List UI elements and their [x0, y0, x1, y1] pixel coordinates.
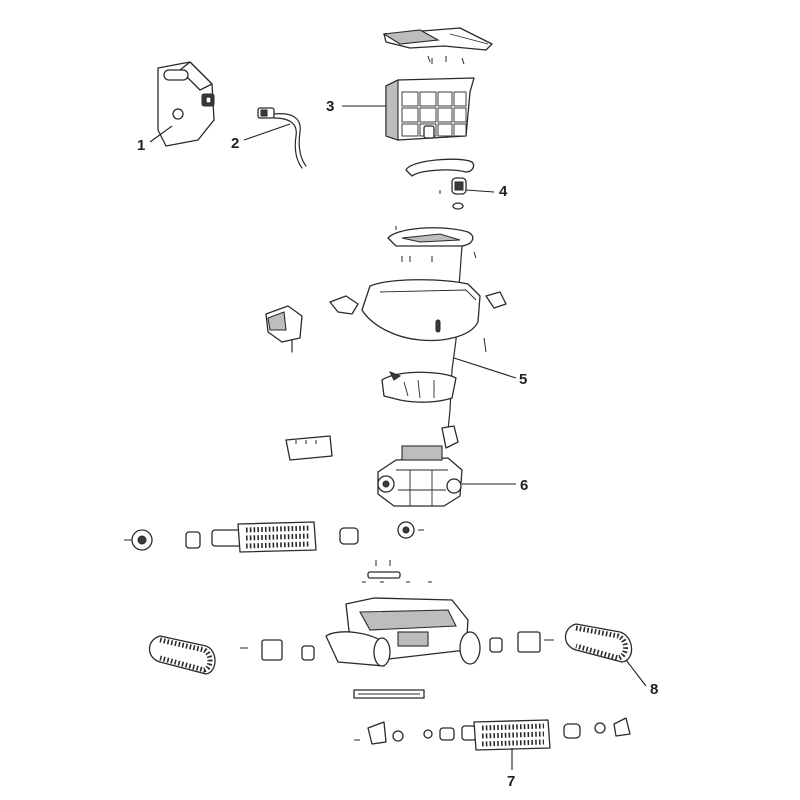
callout-3: 3	[326, 98, 334, 115]
body-shell[interactable]	[329, 279, 507, 353]
part-3-filter-basket[interactable]	[382, 27, 493, 141]
cable-cord[interactable]	[441, 245, 463, 449]
front-brush-assembly[interactable]	[124, 521, 424, 553]
callout-2: 2	[231, 135, 239, 152]
filter-flap[interactable]	[285, 435, 333, 461]
part-4-swivel-handle[interactable]	[405, 158, 475, 210]
callout-6: 6	[520, 477, 528, 494]
impeller-housing[interactable]	[381, 371, 457, 403]
top-cover[interactable]	[387, 226, 477, 262]
side-bracket[interactable]	[265, 305, 303, 353]
rear-brush-comb[interactable]	[353, 689, 425, 699]
leader-lines	[149, 105, 647, 770]
part-1-power-supply[interactable]	[157, 61, 215, 147]
part-8-right-track-belt[interactable]	[489, 623, 633, 663]
hardware-clips[interactable]	[362, 560, 432, 583]
base-chassis[interactable]	[325, 597, 481, 667]
callout-5: 5	[519, 371, 527, 388]
callout-4: 4	[499, 183, 508, 200]
part-2-cable[interactable]	[257, 107, 307, 169]
callout-1: 1	[137, 137, 145, 154]
callout-7: 7	[507, 773, 515, 790]
callout-8: 8	[650, 681, 658, 698]
part-6-motor-unit[interactable]	[377, 445, 463, 507]
left-track-belt[interactable]	[148, 635, 315, 675]
part-7-rear-brush-assembly[interactable]	[354, 717, 631, 751]
